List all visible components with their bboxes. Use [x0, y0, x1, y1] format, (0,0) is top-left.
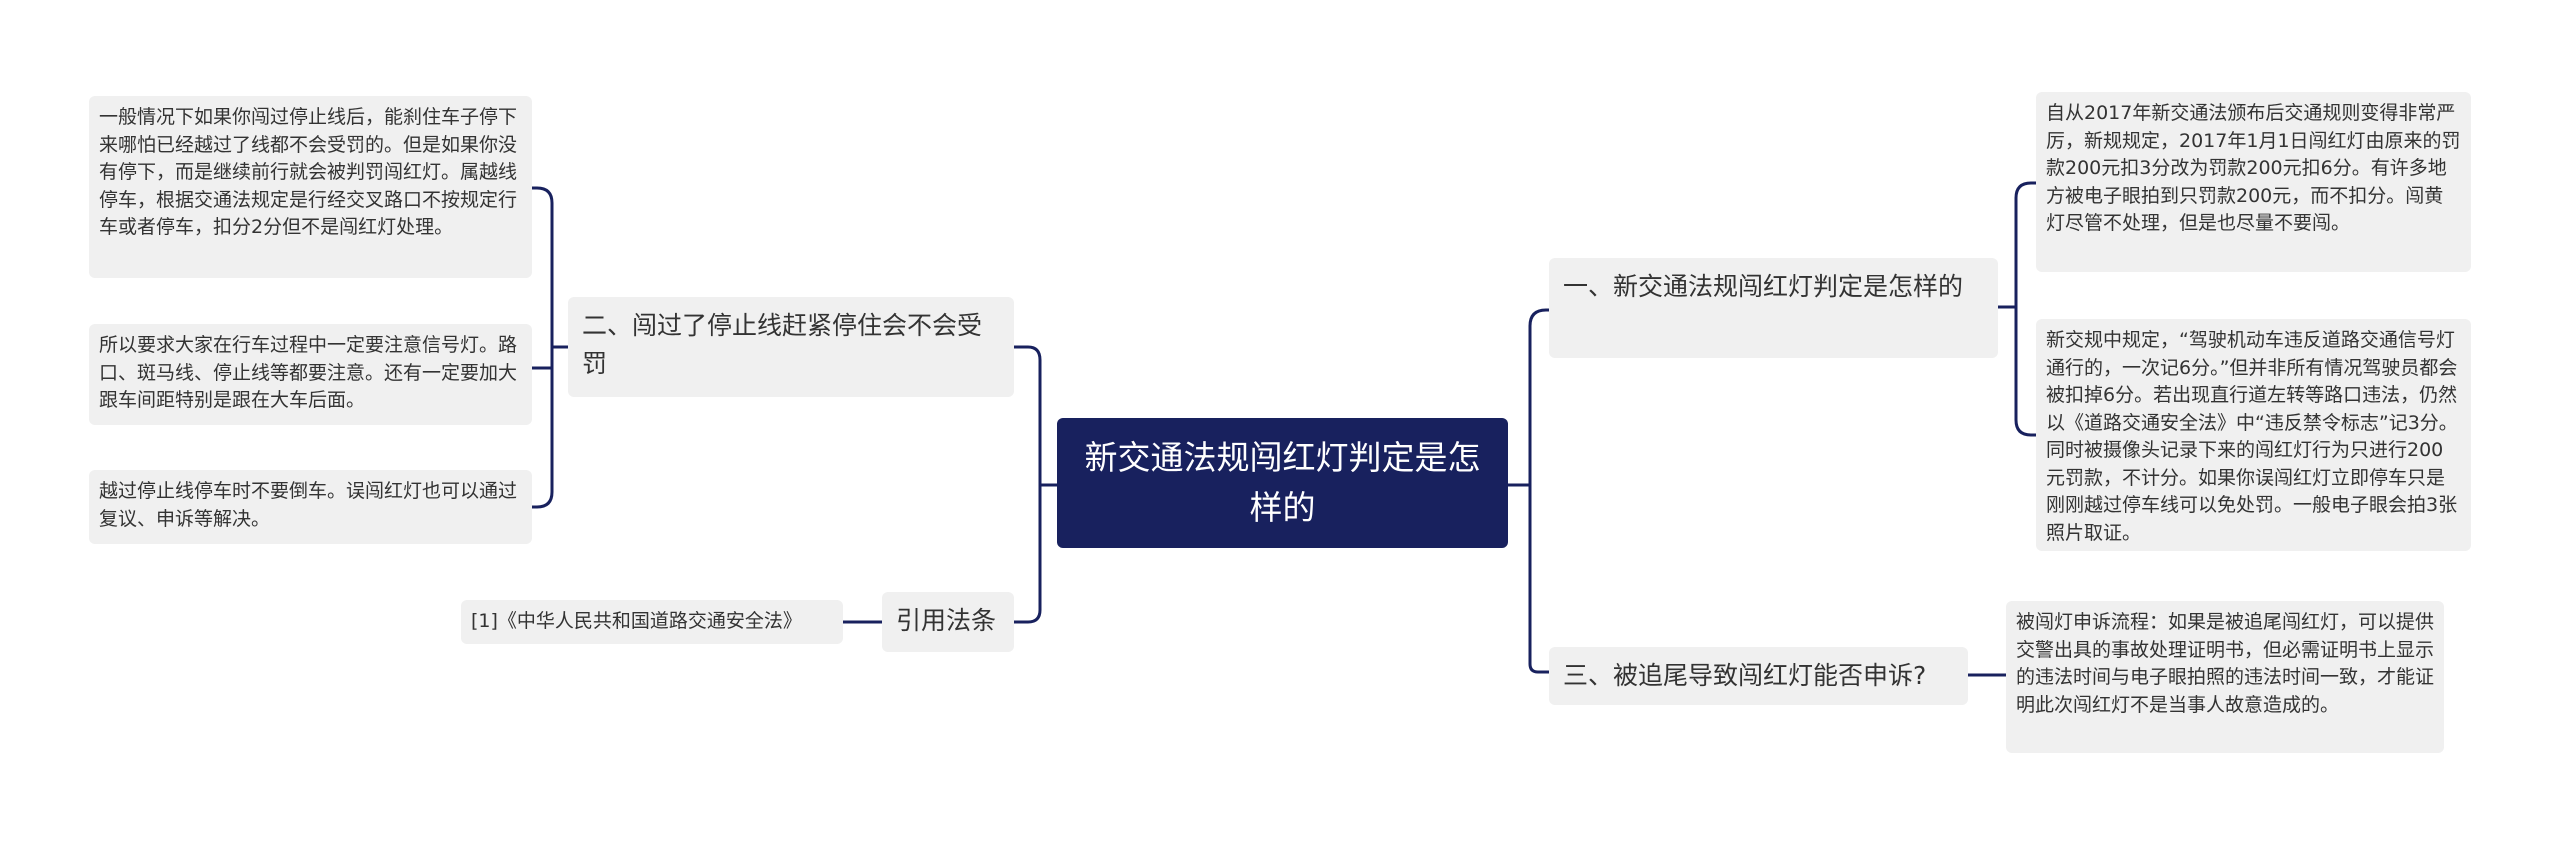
leaf-new-rules-detail[interactable]: 新交规中规定，“驾驶机动车违反道路交通信号灯通行的，一次记6分。”但并非所有情况…: [2036, 319, 2471, 551]
leaf-attention-signals[interactable]: 所以要求大家在行车过程中一定要注意信号灯。路口、斑马线、停止线等都要注意。还有一…: [89, 324, 532, 425]
leaf-text: 所以要求大家在行车过程中一定要注意信号灯。路口、斑马线、停止线等都要注意。还有一…: [99, 334, 518, 411]
leaf-text: 越过停止线停车时不要倒车。误闯红灯也可以通过复议、申诉等解决。: [99, 480, 518, 530]
leaf-stop-line-general[interactable]: 一般情况下如果你闯过停止线后，能刹住车子停下来哪怕已经越过了线都不会受罚的。但是…: [89, 96, 532, 278]
leaf-text: 被闯灯申诉流程：如果是被追尾闯红灯，可以提供交警出具的事故处理证明书，但必需证明…: [2016, 611, 2435, 716]
branch-stop-line-penalty[interactable]: 二、闯过了停止线赶紧停住会不会受罚: [568, 297, 1014, 397]
connector-branch1-leaves: [1996, 181, 2038, 437]
leaf-text: 自从2017年新交通法颁布后交通规则变得非常严厉，新规规定，2017年1月1日闯…: [2046, 102, 2461, 234]
branch-label: 二、闯过了停止线赶紧停住会不会受罚: [582, 311, 983, 378]
connector-branch2-leaves: [530, 186, 570, 509]
branch-label: 引用法条: [896, 606, 997, 635]
branch-rear-end-appeal[interactable]: 三、被追尾导致闯红灯能否申诉?: [1549, 647, 1968, 705]
central-topic-label: 新交通法规闯红灯判定是怎样的: [1084, 438, 1481, 527]
leaf-2017-rules[interactable]: 自从2017年新交通法颁布后交通规则变得非常严厉，新规规定，2017年1月1日闯…: [2036, 92, 2471, 272]
branch-label: 一、新交通法规闯红灯判定是怎样的: [1563, 272, 1964, 301]
leaf-text: 新交规中规定，“驾驶机动车违反道路交通信号灯通行的，一次记6分。”但并非所有情况…: [2046, 329, 2458, 544]
connector-left-trunk: [1012, 345, 1042, 624]
leaf-appeal-process[interactable]: 被闯灯申诉流程：如果是被追尾闯红灯，可以提供交警出具的事故处理证明书，但必需证明…: [2006, 601, 2444, 753]
branch-label: 三、被追尾导致闯红灯能否申诉?: [1563, 661, 1927, 690]
branch-cited-laws[interactable]: 引用法条: [882, 592, 1014, 652]
leaf-text: 一般情况下如果你闯过停止线后，能刹住车子停下来哪怕已经越过了线都不会受罚的。但是…: [99, 106, 518, 238]
leaf-traffic-safety-law[interactable]: [1]《中华人民共和国道路交通安全法》: [461, 600, 843, 644]
connector-right-trunk: [1528, 308, 1551, 674]
central-topic[interactable]: 新交通法规闯红灯判定是怎样的: [1057, 418, 1508, 548]
leaf-no-reversing[interactable]: 越过停止线停车时不要倒车。误闯红灯也可以通过复议、申诉等解决。: [89, 470, 532, 544]
branch-red-light-rules[interactable]: 一、新交通法规闯红灯判定是怎样的: [1549, 258, 1998, 358]
leaf-text: [1]《中华人民共和国道路交通安全法》: [471, 610, 802, 632]
